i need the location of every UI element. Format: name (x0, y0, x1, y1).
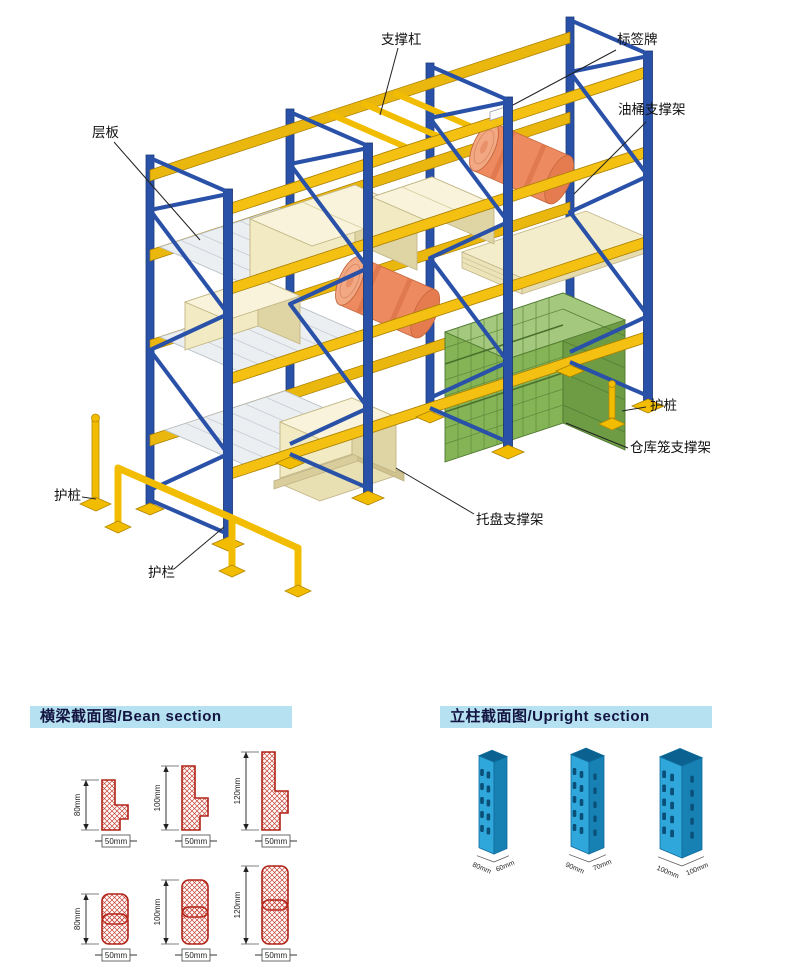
callout-lines (81, 47, 647, 570)
perforation-slots (480, 769, 491, 835)
beam-profile-4: 80mm 50mm (73, 893, 137, 962)
carton-box-left (183, 277, 302, 351)
beam-section-header: 横梁截面图/Bean section (30, 706, 292, 728)
callout-shelf-panel: 层板 (92, 125, 119, 140)
guard-post-right (598, 380, 626, 431)
width-dim: 50mm (185, 837, 208, 846)
callout-guard-post-right: 护桩 (650, 398, 677, 413)
height-dim: 120mm (233, 891, 242, 918)
front-dim: 80mm (471, 862, 492, 876)
beam-profile-3: 120mm 50mm (233, 751, 297, 848)
upright-profile-3: 100mm 100mm (655, 747, 710, 881)
callout-pallet-support: 托盘支撑架 (476, 511, 544, 527)
perforation-slots (662, 770, 694, 839)
callout-drum-support: 油桶支撑架 (618, 102, 686, 117)
upright-profile-2: 90mm 70mm (564, 747, 613, 876)
base-plates (134, 364, 665, 552)
width-dim: 50mm (185, 951, 208, 960)
width-dim: 50mm (105, 951, 128, 960)
beam-profile-1: 80mm 50mm (73, 779, 137, 848)
beam-profile-2: 100mm 50mm (153, 765, 217, 848)
callout-guard-rail: 护栏 (148, 565, 175, 580)
frame-bracing (148, 18, 650, 536)
support-bars (328, 90, 474, 151)
height-dim: 100mm (153, 898, 162, 925)
callout-cage-support: 仓库笼支撑架 (630, 439, 711, 455)
height-dim: 80mm (73, 908, 82, 931)
front-dim: 100mm (655, 865, 679, 881)
front-dim: 90mm (564, 862, 585, 876)
height-dim: 100mm (153, 784, 162, 811)
width-dim: 50mm (105, 837, 128, 846)
side-dim: 100mm (685, 862, 709, 878)
width-dim: 50mm (265, 837, 288, 846)
perforation-slots (572, 768, 597, 836)
width-dim: 50mm (265, 951, 288, 960)
guard-rail-bases (104, 520, 312, 598)
back-upright-posts (145, 16, 575, 506)
callout-support-bar: 支撑杠 (381, 32, 422, 47)
callout-label-plate: 标签牌 (617, 31, 658, 47)
height-dim: 80mm (73, 794, 82, 817)
upright-profile-1: 80mm 60mm (471, 749, 516, 876)
guard-post-left (79, 413, 112, 512)
beam-profile-5: 100mm 50mm (153, 879, 217, 962)
upright-section-header: 立柱截面图/Upright section (440, 706, 712, 728)
side-dim: 70mm (592, 859, 613, 873)
guard-rail (114, 464, 302, 590)
callout-guard-post-left: 护桩 (54, 488, 81, 503)
side-dim: 60mm (495, 860, 516, 874)
height-dim: 120mm (233, 777, 242, 804)
rack-illustration: 支撑杠 标签牌 油桶支撑架 层板 护桩 仓库笼支撑架 托盘支撑架 护桩 护栏 (54, 16, 711, 598)
beam-profile-6: 120mm 50mm (233, 865, 297, 962)
